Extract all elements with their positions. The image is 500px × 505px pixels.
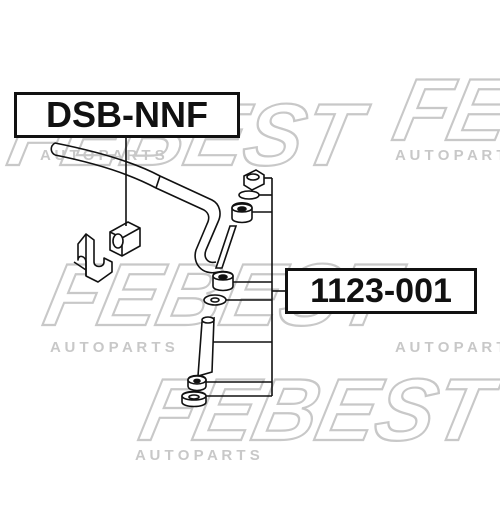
watermark-brand-right-top: FEBEST xyxy=(386,60,500,159)
watermark-subtitle-bottom: A U T O P A R T S xyxy=(135,447,260,464)
link-bolt xyxy=(214,225,238,269)
watermark-brand-bottom: FEBEST xyxy=(132,360,500,459)
bushing-part xyxy=(109,221,141,257)
watermark-subtitle-top: A U T O P A R T S xyxy=(40,147,165,164)
watermark-subtitle-middle: A U T O P A R T S xyxy=(50,339,175,356)
watermark-subtitle-group: A U T O P A R T S A U T O P A R T S A U … xyxy=(40,147,500,464)
part-number-bushing-label: DSB-NNF xyxy=(14,92,240,138)
leader-link-kit xyxy=(206,177,285,397)
stabilizer-bar xyxy=(50,142,221,274)
part-number-link-kit-label: 1123-001 xyxy=(285,268,477,314)
watermark-subtitle-right-mid: A U T O P A R T S xyxy=(395,339,500,356)
watermark-subtitle-right: A U T O P A R T S xyxy=(395,147,500,164)
top-washer xyxy=(238,190,260,200)
bracket-part xyxy=(73,233,113,283)
link-kit-stack xyxy=(181,169,265,408)
